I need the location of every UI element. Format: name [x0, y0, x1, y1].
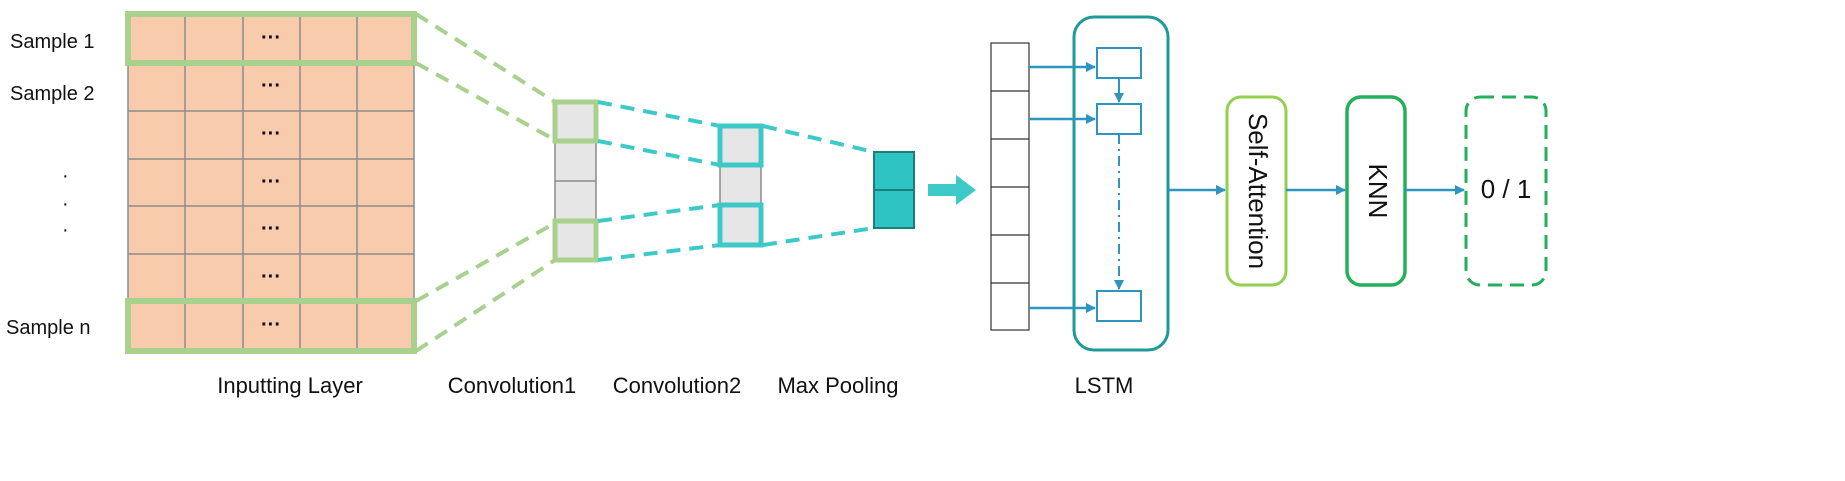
convolution2-block: [717, 123, 764, 248]
input-to-conv1-connectors: [414, 12, 557, 353]
cell-ellipsis: ···: [261, 266, 281, 288]
convolution1-label: Convolution1: [448, 373, 576, 398]
vertical-dot: ·: [62, 219, 69, 241]
convolution2-label: Convolution2: [613, 373, 741, 398]
lstm-label: LSTM: [1075, 373, 1134, 398]
knn-label: KNN: [1363, 164, 1393, 219]
vertical-dot: ·: [62, 165, 69, 187]
cell-ellipsis: ···: [261, 123, 281, 145]
inputting-layer-label: Inputting Layer: [217, 373, 363, 398]
cell-ellipsis: ···: [261, 27, 281, 49]
output-label: 0 / 1: [1481, 174, 1532, 204]
max-pooling-label: Max Pooling: [777, 373, 898, 398]
sample-1-label: Sample 1: [10, 31, 95, 53]
output-block: 0 / 1: [1464, 95, 1548, 287]
input-layer-matrix: ··· ··· ··· ··· ··· ··· ···: [125, 11, 417, 354]
cell-ellipsis: ···: [261, 75, 281, 97]
self-attention-label: Self-Attention: [1243, 113, 1273, 269]
lstm-block: [1029, 15, 1170, 352]
sample-2-label: Sample 2: [10, 83, 95, 105]
cell-ellipsis: ···: [261, 314, 281, 336]
self-attention-block: Self-Attention: [1225, 95, 1288, 287]
cell-ellipsis: ···: [261, 171, 281, 193]
sample-n-label: Sample n: [6, 317, 91, 339]
sample-n-highlight: [125, 298, 417, 354]
max-pooling-block: [873, 151, 915, 229]
sample-1-highlight: [125, 11, 417, 66]
knn-block: KNN: [1345, 95, 1407, 287]
cell-ellipsis: ···: [261, 218, 281, 240]
flow-arrow-icon: [928, 175, 976, 205]
conv2-to-pool-connectors: [762, 124, 875, 247]
convolution1-block: [552, 99, 599, 263]
conv1-to-conv2-connectors: [597, 100, 721, 262]
lstm-input-sequence: [990, 42, 1030, 331]
vertical-dot: ·: [62, 193, 69, 215]
